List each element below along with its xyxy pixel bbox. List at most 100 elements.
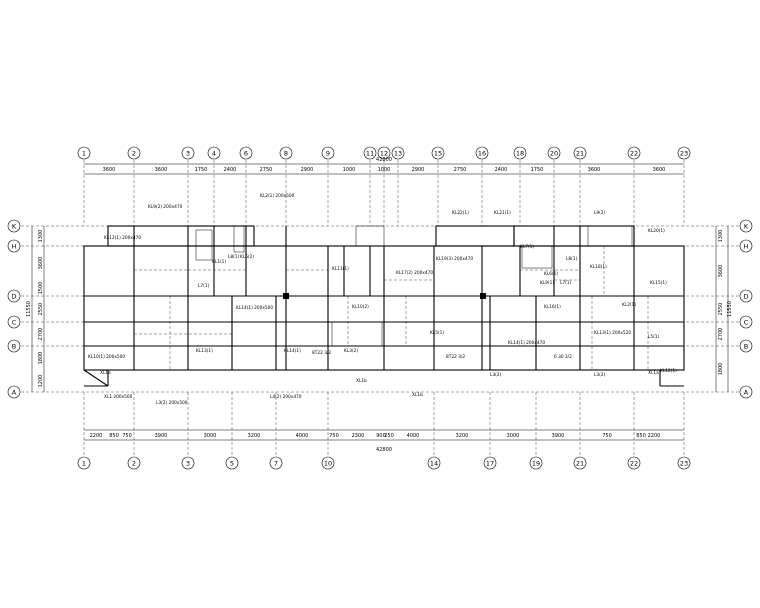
beam-label: KL10(2)	[352, 304, 369, 310]
grid-bubble-top: 8	[279, 146, 293, 160]
grid-label-side: C	[12, 319, 17, 327]
grid-label-top: 16	[478, 150, 486, 158]
grid-label-side: B	[12, 343, 16, 351]
grid-bubble-top: 9	[321, 146, 335, 160]
grid-bubble-top: 21	[573, 146, 587, 160]
overall-dim-right: 11550	[727, 301, 733, 317]
beam-label: KL2(1) 200x500	[260, 193, 295, 199]
dim-top: 2400	[224, 167, 237, 173]
grid-label-top: 22	[630, 150, 638, 158]
dim-top: 1000	[343, 167, 356, 173]
grid-bubble-top: 15	[431, 146, 445, 160]
dim-bottom: 3000	[507, 433, 520, 439]
beam-label: KL9(1)	[540, 280, 554, 286]
beam-label: KL17(2) 200x470	[396, 270, 433, 276]
grid-label-side: A	[744, 389, 749, 397]
overall-dim-bottom: 42800	[376, 447, 392, 453]
beam-label: KL2(1)	[622, 302, 636, 308]
beam-label: 8T22 3/2	[312, 350, 331, 356]
grid-bubble-bottom: 19	[529, 456, 543, 470]
dim-bottom: 3200	[456, 433, 469, 439]
beam-label: KL14(1) 200x500	[236, 305, 273, 311]
beam-label: L3(2)	[594, 372, 606, 378]
beam-label: KL14(1)	[284, 348, 301, 354]
grid-bubble-side: K	[739, 219, 753, 233]
grid-bubble-bottom: 5	[225, 456, 239, 470]
beam-label: L9(2)	[594, 210, 606, 216]
dim-bottom: 3000	[204, 433, 217, 439]
grid-label-bottom: 10	[324, 460, 332, 468]
grid-label-top: 8	[284, 150, 288, 158]
grid-label-bottom: 2	[132, 460, 136, 468]
dimension-lines	[31, 163, 729, 441]
grid-label-top: 12	[380, 150, 388, 158]
grid-bubble-side: A	[7, 385, 21, 399]
dim-left: 2700	[38, 328, 44, 341]
grid-bubble-side: B	[7, 339, 21, 353]
grid-bubble-side: B	[739, 339, 753, 353]
grid-bubble-bottom: 7	[269, 456, 283, 470]
grid-bubble-bottom: 17	[483, 456, 497, 470]
dim-bottom: 2200	[648, 433, 661, 439]
grid-bubble-bottom: 10	[321, 456, 335, 470]
beam-label: KL18(1)	[590, 264, 607, 270]
beam-label: L7(1)	[198, 283, 210, 289]
grid-bubble-top: 23	[677, 146, 691, 160]
grid-label-top: 1	[82, 150, 86, 158]
grid-label-side: D	[11, 293, 16, 301]
grid-label-top: 20	[550, 150, 558, 158]
grid-bubble-bottom: 22	[627, 456, 641, 470]
grid-bubble-side: D	[7, 289, 21, 303]
grid-bubble-top: 6	[239, 146, 253, 160]
grid-label-side: A	[12, 389, 17, 397]
beam-label: KL11(1)	[332, 266, 349, 272]
grid-label-top: 6	[244, 150, 248, 158]
dim-top: 3600	[155, 167, 168, 173]
beam-label: L7(1)	[560, 280, 572, 286]
grid-bubble-top: 4	[207, 146, 221, 160]
beam-label: L8(1)	[566, 256, 578, 262]
dim-bottom: 4000	[296, 433, 309, 439]
grid-label-top: 2	[132, 150, 136, 158]
dim-top: 2750	[260, 167, 273, 173]
beam-label: L5(1)	[648, 334, 660, 340]
overall-dim-left: 11550	[26, 301, 32, 317]
grid-label-bottom: 17	[486, 460, 494, 468]
beam-label: L3(2) 200x500	[156, 400, 188, 406]
beam-label: KL7(1)	[520, 244, 534, 250]
beam-label: KL12(1)	[660, 368, 677, 374]
beam-label: KL13(1)	[196, 348, 213, 354]
vertical-grid-lines	[83, 160, 685, 456]
dim-bottom: 850	[109, 433, 119, 439]
grid-label-bottom: 23	[680, 460, 688, 468]
grid-bubble-side: D	[739, 289, 753, 303]
grid-label-bottom: 7	[274, 460, 278, 468]
dim-right: 3600	[718, 265, 724, 278]
dim-right: 2550	[718, 303, 724, 316]
grid-bubble-side: H	[739, 239, 753, 253]
beam-label: 6 30 3/2	[554, 354, 572, 360]
beam-label: KL21(1)	[494, 210, 511, 216]
beam-label: KL6(1)	[544, 271, 558, 277]
grid-bubble-top: 3	[181, 146, 195, 160]
grid-label-bottom: 14	[430, 460, 438, 468]
grid-bubble-top: 12	[377, 146, 391, 160]
dim-top: 3600	[103, 167, 116, 173]
grid-bubble-top: 13	[391, 146, 405, 160]
grid-bubble-top: 22	[627, 146, 641, 160]
dim-bottom: 2200	[90, 433, 103, 439]
grid-label-side: C	[744, 319, 749, 327]
dim-right: 1800	[718, 363, 724, 376]
grid-label-side: K	[12, 223, 17, 231]
dim-bottom: 250	[384, 433, 394, 439]
grid-label-side: D	[743, 293, 748, 301]
grid-label-top: 11	[366, 150, 374, 158]
grid-bubble-top: 11	[363, 146, 377, 160]
beam-label: KL10(1) 200x500	[88, 354, 125, 360]
grid-bubble-side: K	[7, 219, 21, 233]
beam-label: KL12(1) 200x470	[104, 235, 141, 241]
dim-top: 1750	[195, 167, 208, 173]
dim-left: 2550	[38, 303, 44, 316]
